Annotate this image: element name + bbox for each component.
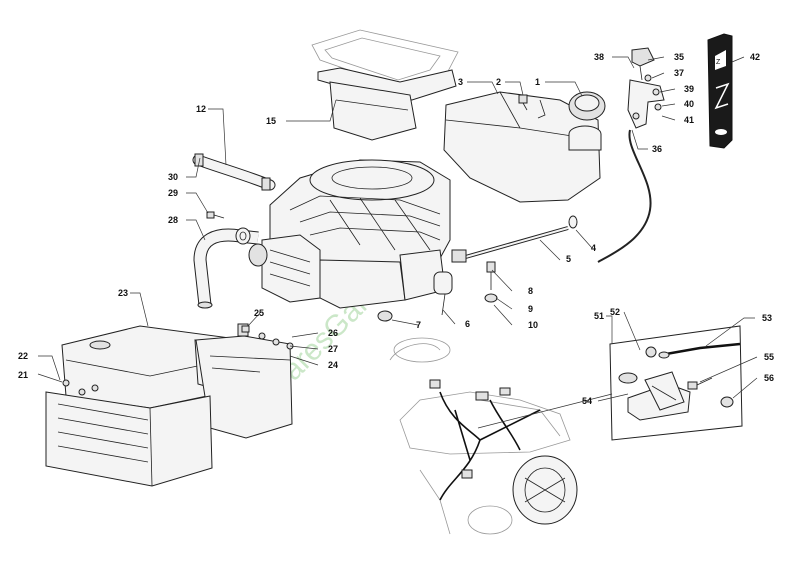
callout-22: 22 xyxy=(18,351,28,361)
callout-6: 6 xyxy=(465,319,470,329)
tractor-wiring-harness xyxy=(389,337,578,535)
callout-51: 51 xyxy=(594,311,604,321)
part-56-nut xyxy=(720,396,734,408)
callout-37: 37 xyxy=(674,68,684,78)
callout-56: 56 xyxy=(764,373,774,383)
part-35-throttle-knob xyxy=(631,47,655,81)
callout-23: 23 xyxy=(118,288,128,298)
switch-to-harness-line xyxy=(477,393,613,429)
svg-text:Z: Z xyxy=(716,59,721,66)
part-36-throttle-cable xyxy=(597,129,652,263)
part-25-screw xyxy=(241,325,250,333)
part-15-top-shroud xyxy=(311,29,459,141)
part-12-hose xyxy=(192,153,276,191)
leader-lines xyxy=(37,56,758,402)
callout-38: 38 xyxy=(594,52,604,62)
part-42-decal: Z xyxy=(707,33,733,149)
callout-55: 55 xyxy=(764,352,774,362)
callout-labels: 1 2 3 4 5 6 7 8 9 10 12 15 21 22 23 24 2… xyxy=(18,52,774,406)
fuel-filter-group xyxy=(377,249,498,322)
part-3-fuel-tank xyxy=(443,91,602,203)
part-21-screws xyxy=(62,379,99,396)
callout-41: 41 xyxy=(684,115,694,125)
callout-42: 42 xyxy=(750,52,760,62)
callout-26: 26 xyxy=(328,328,338,338)
callout-36: 36 xyxy=(652,144,662,154)
callout-30: 30 xyxy=(168,172,178,182)
callout-3: 3 xyxy=(458,77,463,87)
callout-2: 2 xyxy=(496,77,501,87)
callout-35: 35 xyxy=(674,52,684,62)
callout-9: 9 xyxy=(528,304,533,314)
callout-28: 28 xyxy=(168,215,178,225)
callout-29: 29 xyxy=(168,188,178,198)
callout-53: 53 xyxy=(762,313,772,323)
part-37-41-lever-bracket xyxy=(627,74,665,129)
part-29-screw xyxy=(206,211,225,219)
part-28-bent-tube xyxy=(193,228,259,309)
callout-39: 39 xyxy=(684,84,694,94)
part-4-clip xyxy=(568,215,578,229)
callout-7: 7 xyxy=(416,320,421,330)
part-52-spacer xyxy=(645,346,657,358)
part-22-front-grille xyxy=(45,391,213,487)
part-54-switch-bracket xyxy=(618,371,691,421)
callout-40: 40 xyxy=(684,99,694,109)
part-5-fuel-line xyxy=(461,226,569,260)
callout-54: 54 xyxy=(582,396,592,406)
callout-12: 12 xyxy=(196,104,206,114)
callout-24: 24 xyxy=(328,360,338,370)
callout-1: 1 xyxy=(535,77,540,87)
callout-8: 8 xyxy=(528,286,533,296)
callout-21: 21 xyxy=(18,370,28,380)
callout-10: 10 xyxy=(528,320,538,330)
part-55-screw xyxy=(687,377,713,390)
part-30-clamp xyxy=(235,227,251,245)
callout-4: 4 xyxy=(591,243,596,253)
part-1-fuel-cap xyxy=(568,91,606,121)
callout-52: 52 xyxy=(610,307,620,317)
callout-5: 5 xyxy=(566,254,571,264)
part-53-wire xyxy=(658,342,741,359)
engine-block xyxy=(248,159,451,309)
callout-27: 27 xyxy=(328,344,338,354)
callout-15: 15 xyxy=(266,116,276,126)
callout-25: 25 xyxy=(254,308,264,318)
